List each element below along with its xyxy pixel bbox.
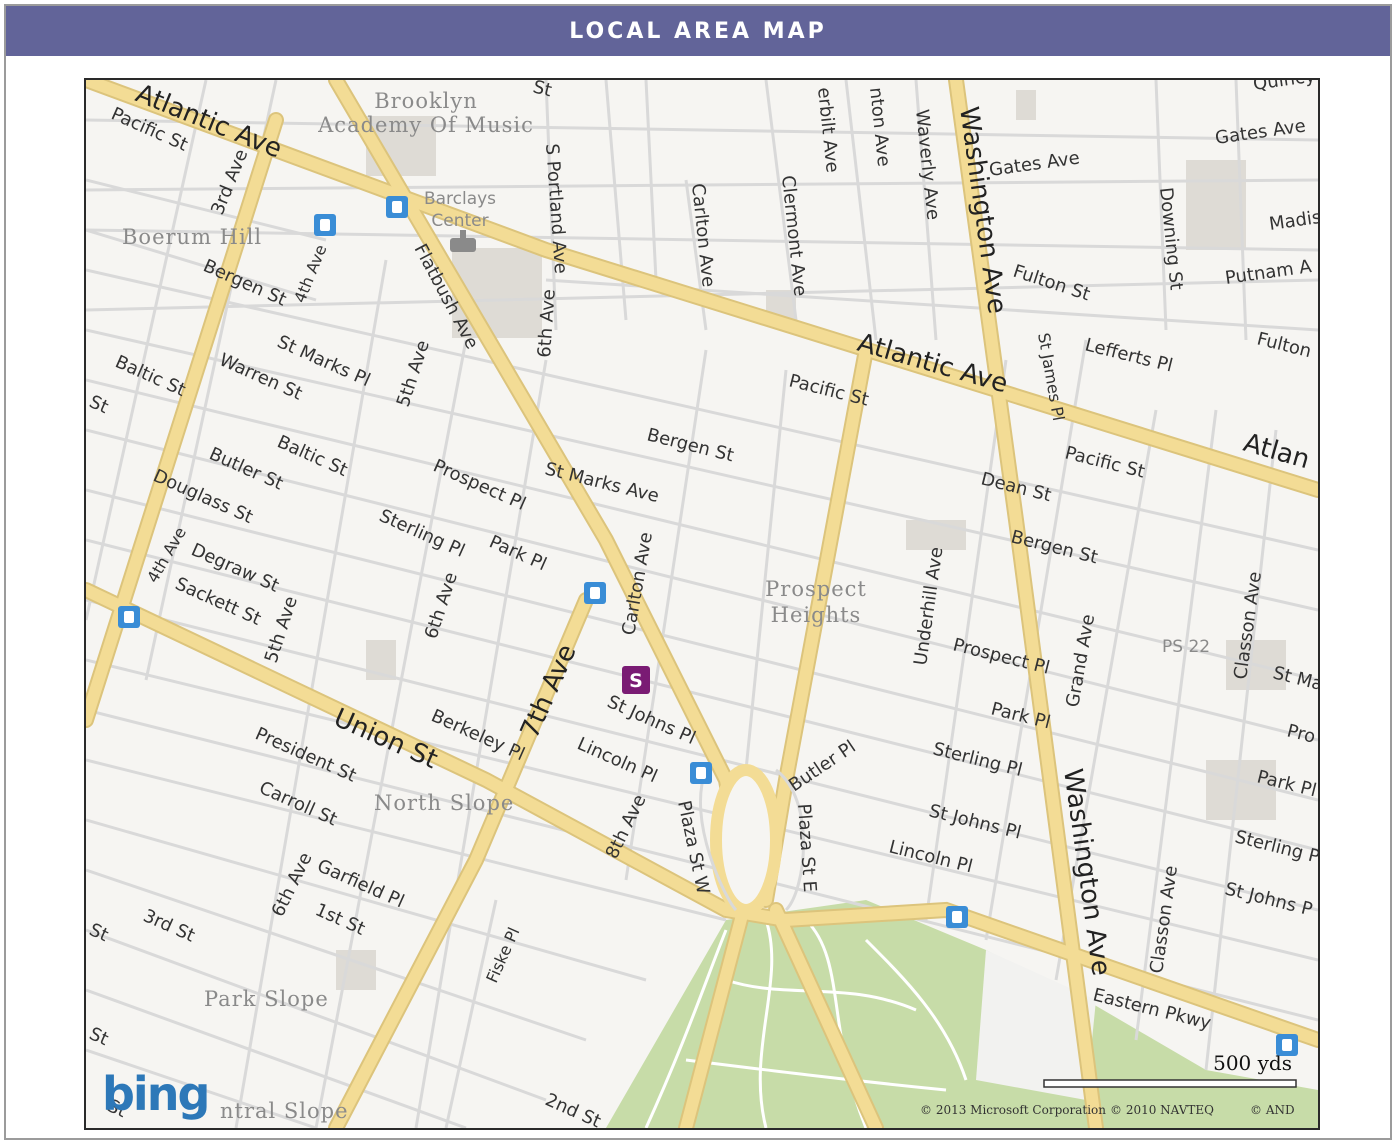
plaza-st-east-road	[775, 768, 805, 912]
central-slope-label: ntral Slope	[220, 1099, 349, 1123]
prospect-park-west-road	[770, 904, 882, 1128]
fourth-ave-road	[86, 114, 282, 726]
north-slope-label: North Slope	[374, 791, 514, 815]
barclays-label-line1: Barclays	[424, 189, 496, 209]
park-clearing	[976, 950, 1096, 1100]
map-background	[86, 80, 1318, 1128]
transit-stations	[118, 196, 1298, 1056]
location-marker-letter: S	[629, 670, 643, 692]
transit-station-icon[interactable]	[314, 214, 336, 236]
bam-label-line1: Brooklyn	[374, 89, 478, 113]
map-viewport[interactable]: S Brooklyn Academy Of Music Barclays Cen…	[84, 78, 1320, 1130]
transit-station-icon[interactable]	[584, 582, 606, 604]
union-eastern-pkwy-road	[86, 584, 1318, 1046]
plaza-st-west-road	[699, 769, 738, 912]
park-slope-label: Park Slope	[204, 987, 329, 1011]
map-panel: LOCAL AREA MAP	[4, 4, 1392, 1140]
seventh-ave-road	[330, 594, 592, 1128]
bing-logo: bing	[102, 1067, 208, 1121]
copyright-navteq: © 2010 NAVTEQ	[1110, 1103, 1214, 1117]
barclays-label-line2: Center	[431, 211, 488, 231]
prospect-heights-line1: Prospect	[765, 577, 867, 601]
map-canvas[interactable]: S Brooklyn Academy Of Music Barclays Cen…	[86, 80, 1318, 1128]
boerum-hill-label: Boerum Hill	[122, 225, 262, 249]
copyright-and: © AND	[1250, 1103, 1295, 1117]
scale-bar-label: 500 yds	[1213, 1051, 1292, 1075]
scale-bar-line	[1043, 1079, 1297, 1088]
washington-ave-road	[950, 80, 1102, 1128]
transit-station-icon[interactable]	[690, 762, 712, 784]
street-label: St	[531, 80, 554, 101]
neighborhood-labels: Brooklyn Academy Of Music Barclays Cente…	[122, 89, 867, 1123]
transit-station-icon[interactable]	[1276, 1034, 1298, 1056]
street-label: 6th Ave	[534, 288, 560, 358]
bam-label-line2: Academy Of Music	[317, 113, 534, 137]
grand-army-plaza	[710, 764, 782, 916]
flatbush-south-road	[680, 894, 752, 1128]
arena-icon	[450, 230, 476, 252]
atlantic-ave-road	[86, 80, 1318, 496]
scale-bar: 500 yds	[1043, 1051, 1297, 1088]
transit-station-icon[interactable]	[946, 906, 968, 928]
prospect-heights-line2: Heights	[771, 603, 862, 627]
copyright-microsoft: © 2013 Microsoft Corporation	[920, 1103, 1106, 1117]
panel-header: LOCAL AREA MAP	[6, 6, 1390, 56]
poi-label-ps22: PS 22	[1162, 637, 1210, 657]
transit-station-icon[interactable]	[386, 196, 408, 218]
location-marker[interactable]: S	[622, 666, 650, 694]
transit-station-icon[interactable]	[118, 606, 140, 628]
